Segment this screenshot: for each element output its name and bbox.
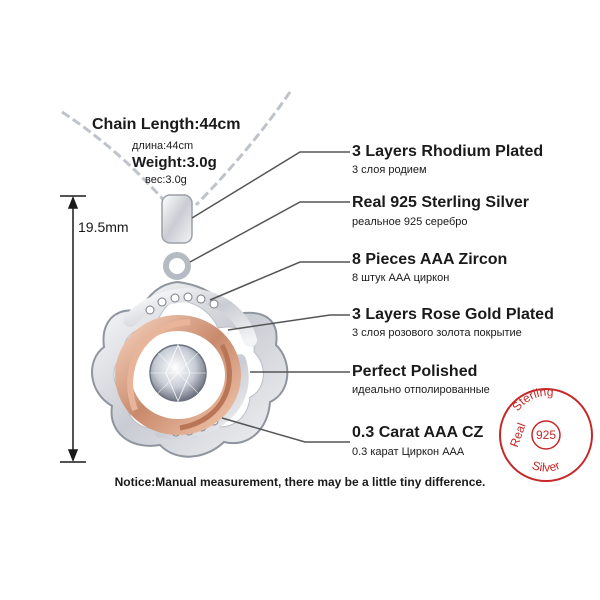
rose-gold-ring (115, 315, 241, 435)
feature-subtitle-zircon: 8 штук ААА циркон (352, 272, 450, 284)
feature-subtitle-rose-gold: 3 слоя розового золота покрытие (352, 327, 522, 339)
feature-title-polished: Perfect Polished (352, 363, 478, 380)
weight-label: Weight:3.0g (132, 154, 217, 171)
feature-subtitle-rhodium: 3 слоя родием (352, 164, 427, 176)
feature-subtitle-sterling: реальное 925 серебро (352, 216, 468, 228)
zircon-row-top (145, 292, 219, 315)
height-dimension-label: 19.5mm (78, 219, 129, 235)
feature-title-rhodium: 3 Layers Rhodium Plated (352, 143, 544, 160)
seal-text-bottom: Silver (530, 458, 561, 474)
callout-lines (189, 151, 350, 443)
center-cz-gem (149, 343, 207, 403)
feature-title-sterling: Real 925 Sterling Silver (352, 194, 529, 211)
chain (61, 91, 292, 207)
feature-subtitle-carat: 0.3 карат Циркон ААА (352, 446, 465, 458)
feature-title-zircon: 8 Pieces AAA Zircon (352, 251, 508, 268)
chain-length-ru-label: длина:44cm (132, 140, 194, 152)
sterling-silver-seal (499, 388, 593, 482)
seal-text-center: 925 (536, 428, 556, 442)
weight-ru-label: вес:3.0g (145, 174, 187, 186)
chain-length-label: Chain Length:44cm (92, 116, 241, 133)
measurement-notice: Notice:Manual measurement, there may be … (114, 475, 486, 489)
height-dimension-bar (60, 195, 86, 463)
bail (161, 194, 193, 280)
feature-title-rose-gold: 3 Layers Rose Gold Plated (352, 306, 554, 323)
feature-subtitle-polished: идеально отполированные (352, 384, 490, 396)
feature-title-carat: 0.3 Carat AAA CZ (352, 424, 484, 441)
